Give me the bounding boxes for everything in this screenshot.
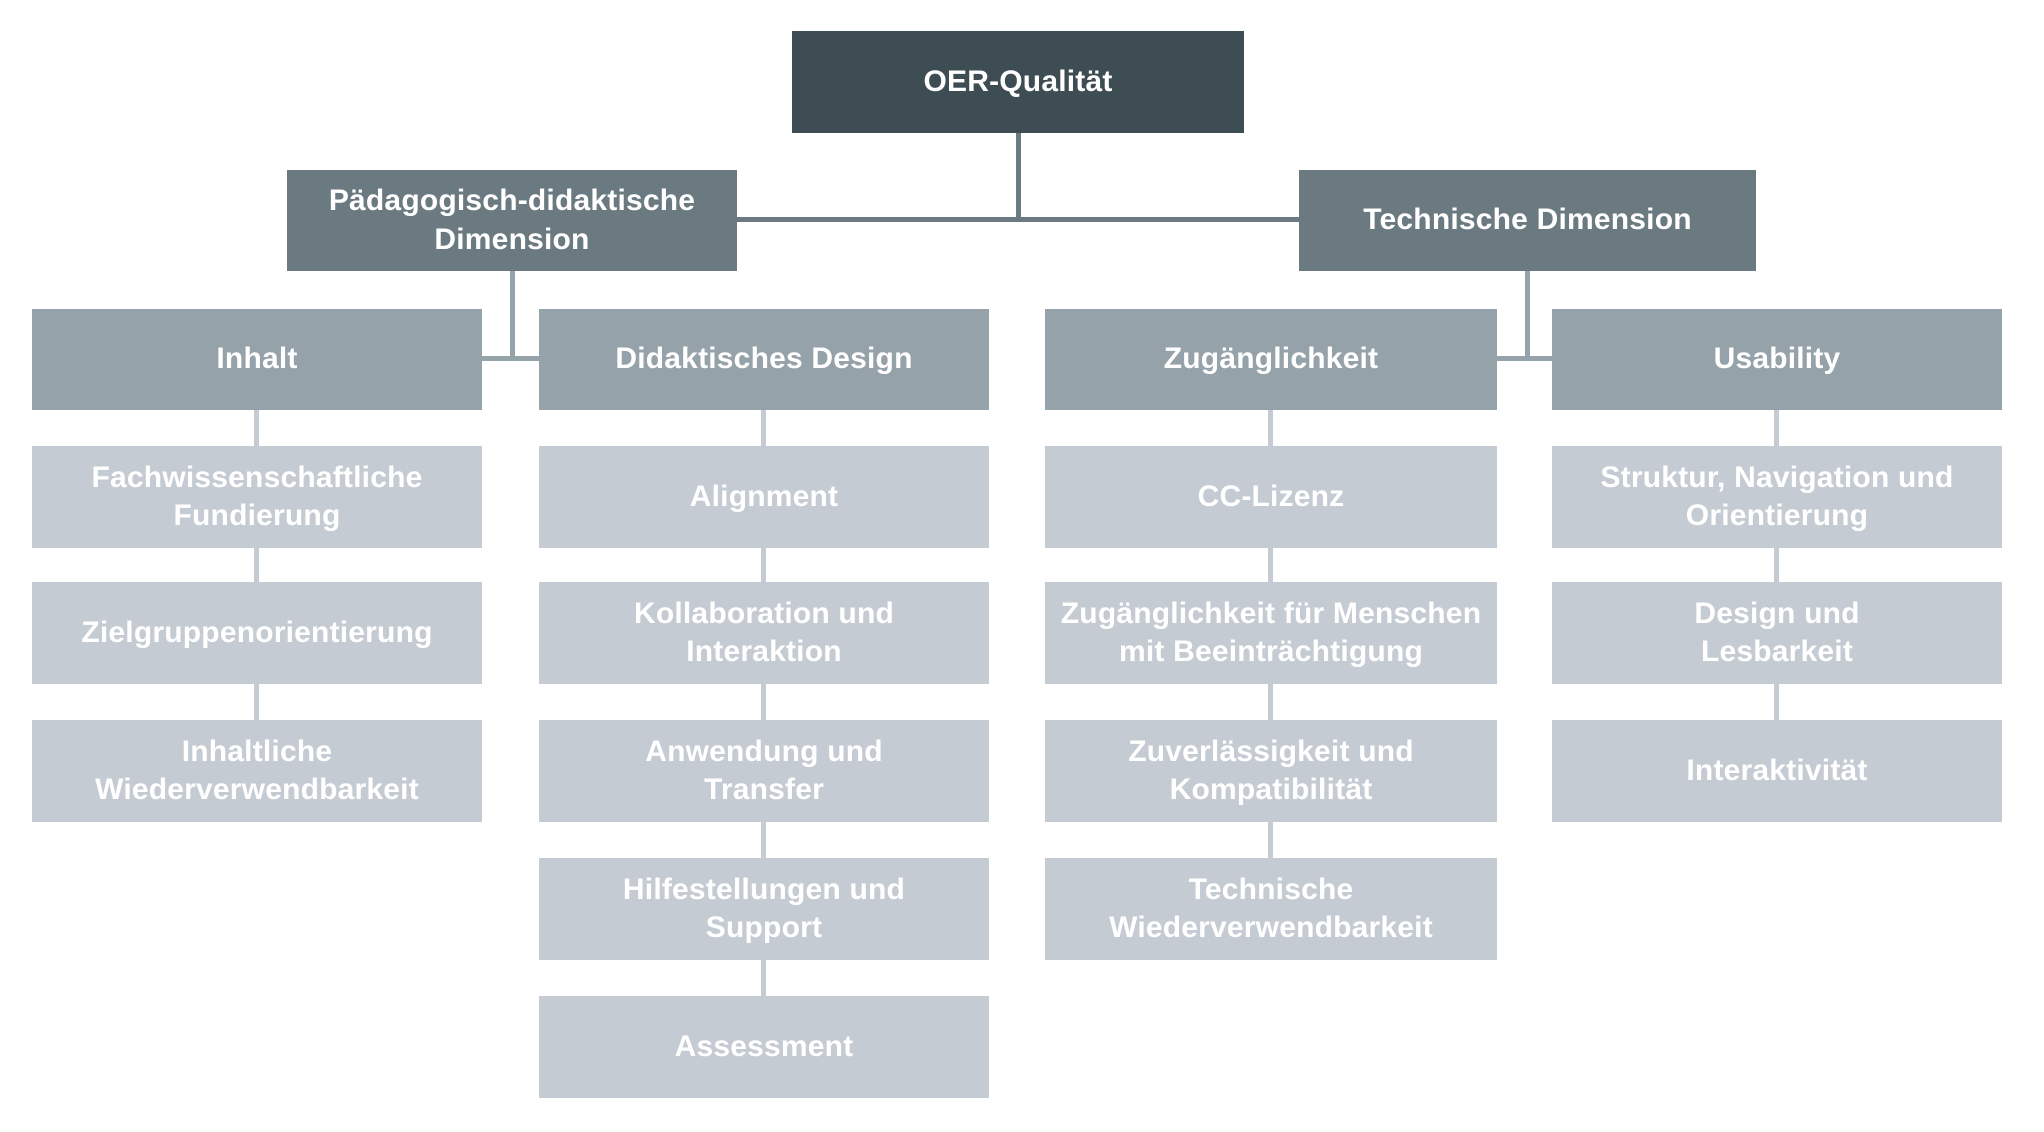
connector-col1-seg1: [254, 410, 259, 446]
node-design-und-lesbarkeit: Design und Lesbarkeit: [1552, 582, 2002, 684]
node-zugaenglichkeit: Zugänglichkeit: [1045, 309, 1497, 410]
connector-col2-seg2: [761, 548, 766, 582]
node-zielgruppenorientierung: Zielgruppenorientierung: [32, 582, 482, 684]
node-assessment: Assessment: [539, 996, 989, 1098]
node-cc-lizenz: CC-Lizenz: [1045, 446, 1497, 548]
connector-zugaenglichkeit-usability-horizontal: [1497, 356, 1552, 361]
node-zugaenglichkeit-fuer-menschen: Zugänglichkeit für Menschen mit Beeinträ…: [1045, 582, 1497, 684]
connector-col3-seg4: [1268, 822, 1273, 858]
node-zuverlaessigkeit-und-kompatibilitaet: Zuverlässigkeit und Kompatibilität: [1045, 720, 1497, 822]
node-usability: Usability: [1552, 309, 2002, 410]
node-inhalt: Inhalt: [32, 309, 482, 410]
connector-root-vertical: [1016, 133, 1021, 222]
node-alignment: Alignment: [539, 446, 989, 548]
node-hilfestellungen-und-support: Hilfestellungen und Support: [539, 858, 989, 960]
connector-technische-vertical: [1525, 271, 1530, 361]
node-kollaboration-und-interaktion: Kollaboration und Interaktion: [539, 582, 989, 684]
connector-col3-seg1: [1268, 410, 1273, 446]
connector-col4-seg3: [1774, 684, 1779, 720]
node-struktur-navigation-orientierung: Struktur, Navigation und Orientierung: [1552, 446, 2002, 548]
connector-col3-seg3: [1268, 684, 1273, 720]
connector-col2-seg4: [761, 822, 766, 858]
connector-col2-seg5: [761, 960, 766, 996]
connector-col1-seg2: [254, 548, 259, 582]
connector-paedagogisch-vertical: [510, 271, 515, 361]
node-paedagogisch-didaktische-dimension: Pädagogisch-didaktische Dimension: [287, 170, 737, 271]
connector-col3-seg2: [1268, 548, 1273, 582]
node-oer-qualitaet: OER-Qualität: [792, 31, 1244, 133]
node-technische-wiederverwendbarkeit: Technische Wiederverwendbarkeit: [1045, 858, 1497, 960]
node-didaktisches-design: Didaktisches Design: [539, 309, 989, 410]
node-fachwissenschaftliche-fundierung: Fachwissenschaftliche Fundierung: [32, 446, 482, 548]
connector-inhalt-didaktisches-horizontal: [482, 356, 539, 361]
connector-col4-seg2: [1774, 548, 1779, 582]
node-inhaltliche-wiederverwendbarkeit: Inhaltliche Wiederverwendbarkeit: [32, 720, 482, 822]
node-interaktivitaet: Interaktivität: [1552, 720, 2002, 822]
connector-dimensions-horizontal: [737, 217, 1299, 222]
connector-col1-seg3: [254, 684, 259, 720]
connector-col2-seg1: [761, 410, 766, 446]
connector-col4-seg1: [1774, 410, 1779, 446]
connector-col2-seg3: [761, 684, 766, 720]
node-anwendung-und-transfer: Anwendung und Transfer: [539, 720, 989, 822]
node-technische-dimension: Technische Dimension: [1299, 170, 1756, 271]
